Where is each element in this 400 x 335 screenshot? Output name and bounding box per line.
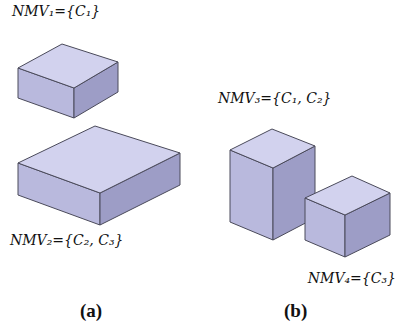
- set-label: NMV₂={C₂, C₃}: [10, 232, 123, 248]
- block-top-face: [18, 126, 180, 193]
- set-label: NMV₄={C₃}: [308, 270, 396, 286]
- solid-block: NMV₂={C₂, C₃}: [6, 122, 186, 256]
- block-top-face: [18, 44, 118, 88]
- block-top-face: [230, 129, 315, 168]
- solid-block: NMV₁={C₁}: [6, 0, 128, 124]
- set-label: NMV₃={C₁, C₂}: [218, 90, 331, 106]
- panel-label: (b): [284, 300, 307, 322]
- panel-label: (a): [80, 300, 102, 322]
- set-label: NMV₁={C₁}: [12, 3, 100, 19]
- block-top-face: [305, 176, 390, 215]
- solid-block: NMV₄={C₃}: [298, 172, 396, 294]
